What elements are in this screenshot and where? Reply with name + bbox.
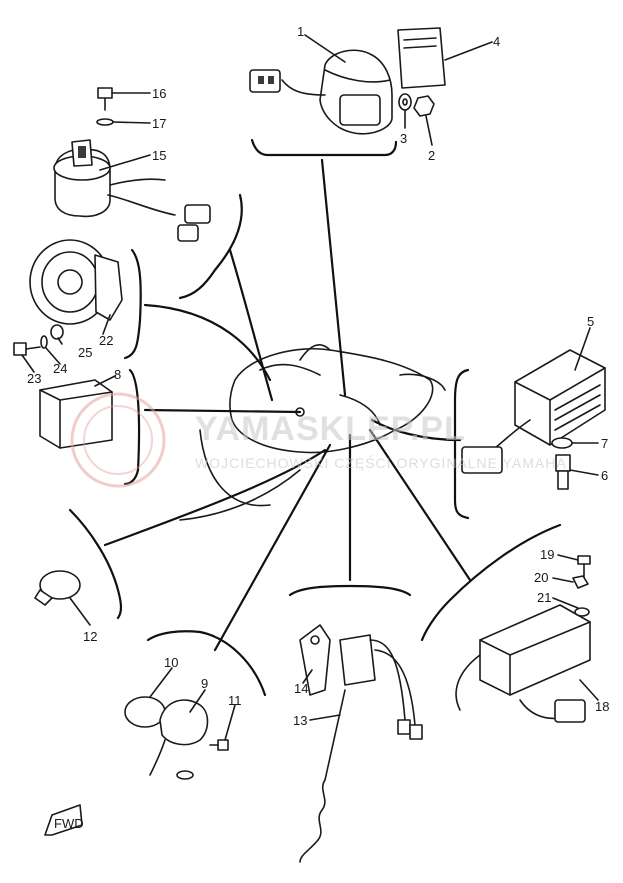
leader-lines bbox=[103, 158, 472, 652]
part-label-20: 20 bbox=[534, 570, 548, 585]
watermark-brand: YAMASKLEP.PL bbox=[195, 410, 466, 448]
part-label-6: 6 bbox=[601, 468, 608, 483]
fwd-arrow: FWD bbox=[44, 804, 84, 836]
mounting-plate bbox=[397, 27, 446, 89]
watermark: YAMASKLEP.PL WOJCIECHOWSKI CZĘŚCI ORYGIN… bbox=[70, 392, 567, 488]
igniter-unit bbox=[455, 604, 591, 723]
flasher-relay bbox=[249, 49, 393, 135]
nut-2 bbox=[413, 95, 435, 117]
nut-20 bbox=[572, 575, 589, 589]
part-label-21: 21 bbox=[537, 590, 551, 605]
relay-box bbox=[39, 379, 113, 449]
sensor-12 bbox=[34, 570, 81, 606]
watermark-logo-icon bbox=[70, 392, 166, 488]
washer-21 bbox=[574, 607, 590, 617]
part-label-2: 2 bbox=[428, 148, 435, 163]
group-brackets bbox=[68, 138, 562, 697]
o-ring-10 bbox=[124, 696, 166, 728]
watermark-subtitle: WOJCIECHOWSKI CZĘŚCI ORYGINALNE YAMAHA bbox=[195, 454, 567, 471]
part-label-13: 13 bbox=[293, 713, 307, 728]
main-switch bbox=[53, 139, 211, 242]
part-label-15: 15 bbox=[152, 148, 166, 163]
part-label-10: 10 bbox=[164, 655, 178, 670]
bolt-6 bbox=[555, 454, 571, 490]
part-label-4: 4 bbox=[493, 34, 500, 49]
part-label-11: 11 bbox=[228, 693, 242, 708]
part-label-1: 1 bbox=[297, 24, 304, 39]
washer-25 bbox=[50, 324, 64, 340]
brake-switch-13 bbox=[299, 634, 423, 863]
neutral-switch-9 bbox=[149, 699, 209, 780]
bolt-23 bbox=[13, 342, 41, 356]
part-label-16: 16 bbox=[152, 86, 166, 101]
fwd-label: FWD bbox=[54, 816, 84, 831]
part-label-5: 5 bbox=[587, 314, 594, 329]
bolt-16 bbox=[97, 87, 113, 111]
horn bbox=[29, 239, 123, 325]
washer-24 bbox=[40, 335, 48, 349]
washer-17 bbox=[96, 118, 114, 126]
screw-11 bbox=[209, 739, 229, 751]
part-label-8: 8 bbox=[114, 367, 121, 382]
part-label-9: 9 bbox=[201, 676, 208, 691]
part-label-12: 12 bbox=[83, 629, 97, 644]
part-label-17: 17 bbox=[152, 116, 166, 131]
part-label-19: 19 bbox=[540, 547, 554, 562]
callout-lines bbox=[21, 34, 599, 741]
washer-3 bbox=[398, 93, 412, 111]
part-label-18: 18 bbox=[595, 699, 609, 714]
part-label-24: 24 bbox=[53, 361, 67, 376]
part-label-25: 25 bbox=[78, 345, 92, 360]
part-label-7: 7 bbox=[601, 436, 608, 451]
part-label-22: 22 bbox=[99, 333, 113, 348]
part-label-14: 14 bbox=[294, 681, 308, 696]
part-label-23: 23 bbox=[27, 371, 41, 386]
part-label-3: 3 bbox=[400, 131, 407, 146]
rectifier-regulator bbox=[461, 349, 606, 474]
part-labels: 1 2 3 4 5 6 7 8 9 10 11 12 13 14 15 16 1… bbox=[27, 24, 609, 728]
washer-7 bbox=[551, 437, 573, 449]
